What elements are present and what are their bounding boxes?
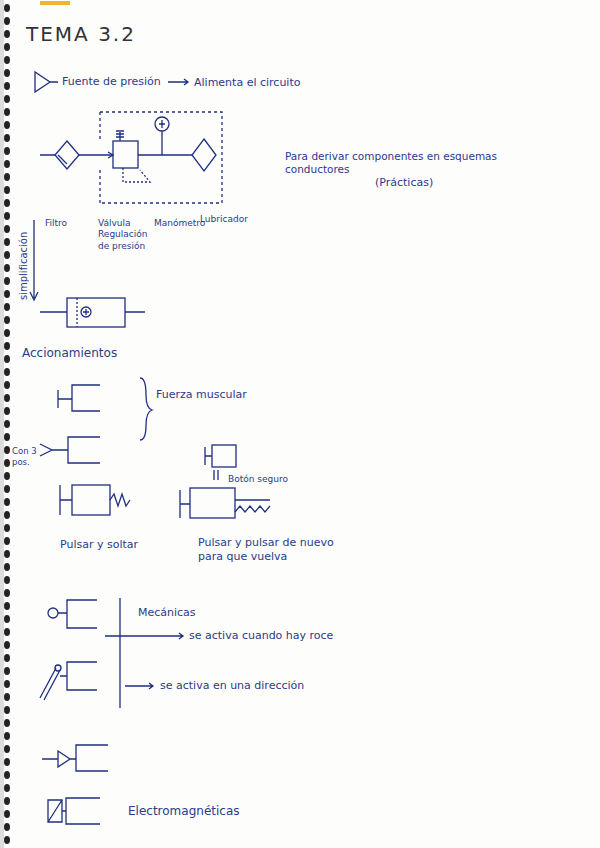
spiral-hole <box>4 342 10 350</box>
spiral-hole <box>4 186 10 194</box>
spiral-hole <box>4 355 10 363</box>
highlight-mark <box>40 1 70 5</box>
spiral-hole <box>4 784 10 792</box>
spiral-hole <box>4 745 10 753</box>
spiral-hole <box>4 446 10 454</box>
spiral-hole <box>4 511 10 519</box>
spiral-hole <box>4 823 10 831</box>
handwritten-note: Válvula Regulación de presión <box>98 218 156 252</box>
spiral-hole <box>4 290 10 298</box>
handwritten-note: Botón seguro <box>228 474 288 485</box>
spiral-hole <box>4 758 10 766</box>
handwritten-note: Filtro <box>45 218 67 229</box>
spiral-hole <box>4 277 10 285</box>
spiral-hole <box>4 485 10 493</box>
spiral-hole <box>4 810 10 818</box>
handwritten-note: se activa cuando hay roce <box>189 629 333 643</box>
spiral-hole <box>4 30 10 38</box>
spiral-hole <box>4 251 10 259</box>
spiral-hole <box>4 43 10 51</box>
spiral-hole <box>4 173 10 181</box>
spiral-hole <box>4 147 10 155</box>
spiral-hole <box>4 706 10 714</box>
spiral-hole <box>4 667 10 675</box>
spiral-hole <box>4 82 10 90</box>
spiral-hole <box>4 433 10 441</box>
spiral-hole <box>4 836 10 844</box>
spiral-hole <box>4 17 10 25</box>
handwritten-note: Manómetro <box>154 218 205 229</box>
page-title: TEMA 3.2 <box>26 22 136 46</box>
handwritten-note: se activa en una dirección <box>160 679 304 693</box>
spiral-hole <box>4 264 10 272</box>
spiral-hole <box>4 225 10 233</box>
spiral-hole <box>4 316 10 324</box>
spiral-hole <box>4 589 10 597</box>
handwritten-note: Para derivar componentes en esquemas con… <box>285 150 550 176</box>
spiral-hole <box>4 329 10 337</box>
spiral-hole <box>4 160 10 168</box>
spiral-hole <box>4 628 10 636</box>
spiral-hole <box>4 602 10 610</box>
handwritten-note: (Prácticas) <box>375 176 433 190</box>
handwritten-note: Electromagnéticas <box>128 804 240 819</box>
spiral-binding <box>0 0 4 848</box>
spiral-hole <box>4 563 10 571</box>
spiral-hole <box>4 95 10 103</box>
spiral-hole <box>4 108 10 116</box>
spiral-hole <box>4 771 10 779</box>
spiral-hole <box>4 69 10 77</box>
spiral-hole <box>4 654 10 662</box>
spiral-hole <box>4 472 10 480</box>
handwritten-note: Fuente de presión <box>62 75 161 89</box>
spiral-hole <box>4 524 10 532</box>
handwritten-note: Pulsar y soltar <box>60 538 138 552</box>
spiral-hole <box>4 615 10 623</box>
spiral-hole <box>4 212 10 220</box>
spiral-hole <box>4 459 10 467</box>
handwritten-note: Con 3 pos. <box>12 446 42 467</box>
pneumatic-symbols <box>30 72 270 824</box>
handwritten-note: Mecánicas <box>138 606 196 620</box>
spiral-hole <box>4 368 10 376</box>
spiral-hole <box>4 537 10 545</box>
spiral-hole <box>4 498 10 506</box>
spiral-hole <box>4 199 10 207</box>
spiral-hole <box>4 303 10 311</box>
handwritten-note: Fuerza muscular <box>156 388 247 402</box>
spiral-hole <box>4 732 10 740</box>
handwritten-note: Alimenta el circuito <box>194 76 300 90</box>
spiral-hole <box>4 797 10 805</box>
spiral-hole <box>4 576 10 584</box>
handwritten-note: simplificación <box>18 232 31 300</box>
spiral-hole <box>4 134 10 142</box>
handwritten-note: Pulsar y pulsar de nuevo para que vuelva <box>198 536 338 564</box>
spiral-hole <box>4 641 10 649</box>
spiral-hole <box>4 407 10 415</box>
spiral-hole <box>4 719 10 727</box>
spiral-hole <box>4 56 10 64</box>
spiral-hole <box>4 381 10 389</box>
handwritten-note: Lubricador <box>200 214 248 225</box>
spiral-hole <box>4 693 10 701</box>
spiral-hole <box>4 394 10 402</box>
spiral-holes <box>4 4 10 844</box>
spiral-hole <box>4 4 10 12</box>
spiral-hole <box>4 121 10 129</box>
spiral-hole <box>4 550 10 558</box>
spiral-hole <box>4 680 10 688</box>
spiral-hole <box>4 238 10 246</box>
handwritten-note: Accionamientos <box>22 346 117 361</box>
spiral-hole <box>4 420 10 428</box>
